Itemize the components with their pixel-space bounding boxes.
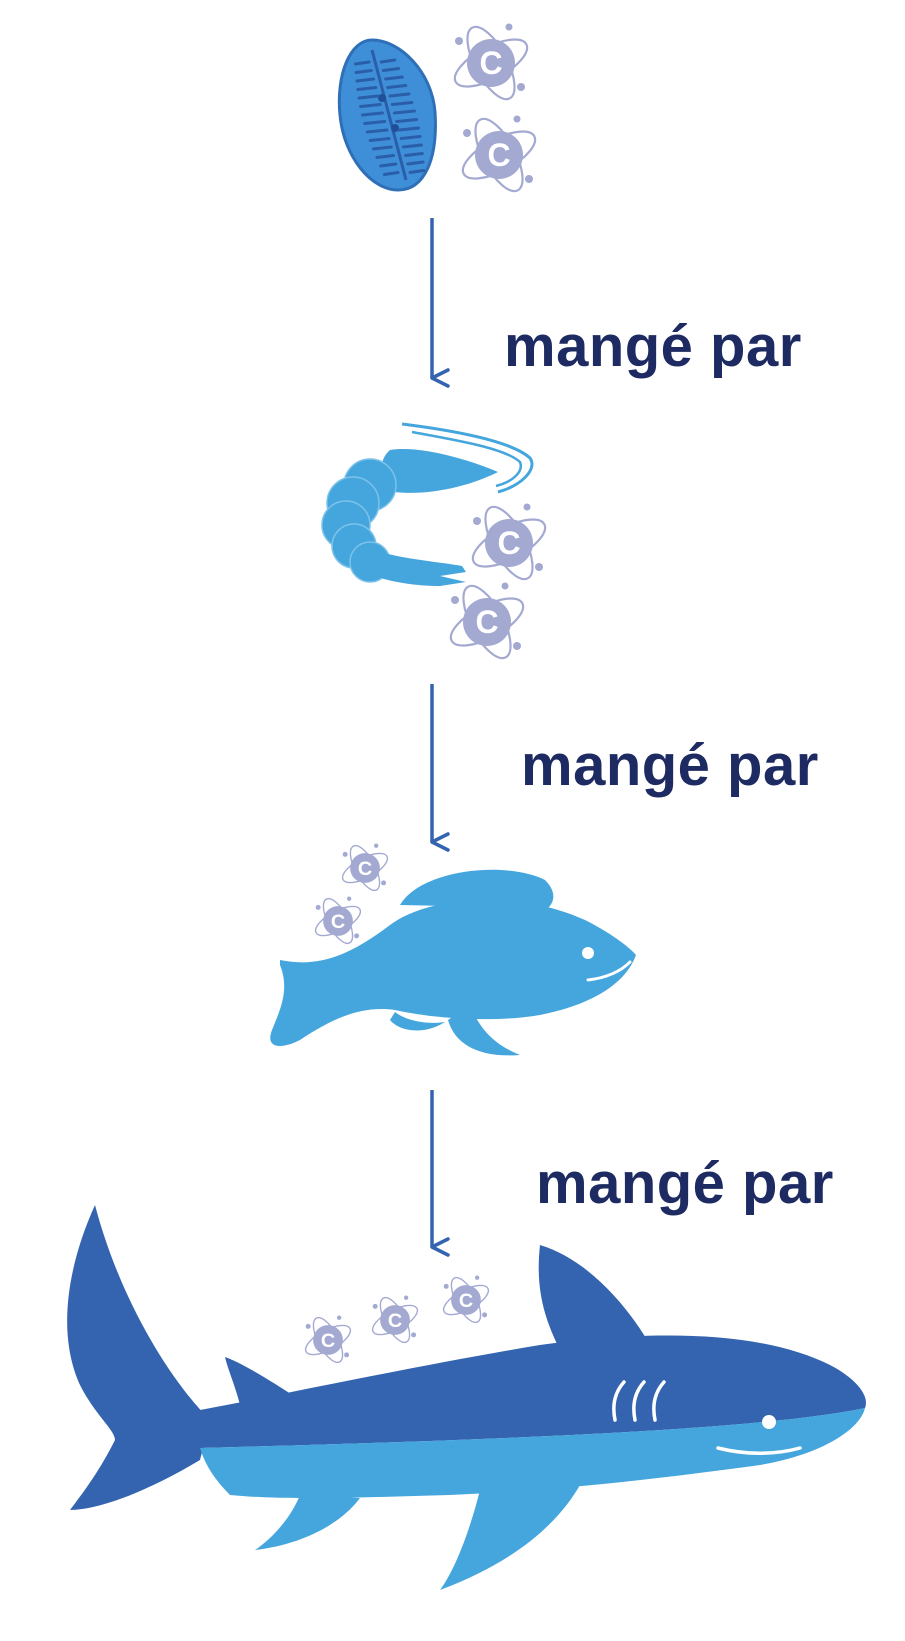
carbon-atom-icon: [301, 1313, 354, 1366]
carbon-atom-icon: [439, 1273, 492, 1326]
carbon-atom-icon: [311, 894, 364, 947]
carbon-atom-icon: [466, 500, 552, 586]
eaten-by-label-3: mangé par: [536, 1155, 834, 1213]
fish-icon: [270, 870, 636, 1056]
eaten-by-label-2: mangé par: [521, 737, 819, 795]
carbon-atom-icon: [456, 112, 542, 198]
carbon-atom-icon: [448, 20, 534, 106]
eaten-by-label-1: mangé par: [504, 318, 802, 376]
carbon-atom-icon: [444, 579, 530, 665]
shark-icon: [67, 1205, 866, 1590]
carbon-atom-icon: [368, 1293, 421, 1346]
carbon-atom-icon: [338, 841, 391, 894]
diatom-icon: [339, 40, 435, 190]
